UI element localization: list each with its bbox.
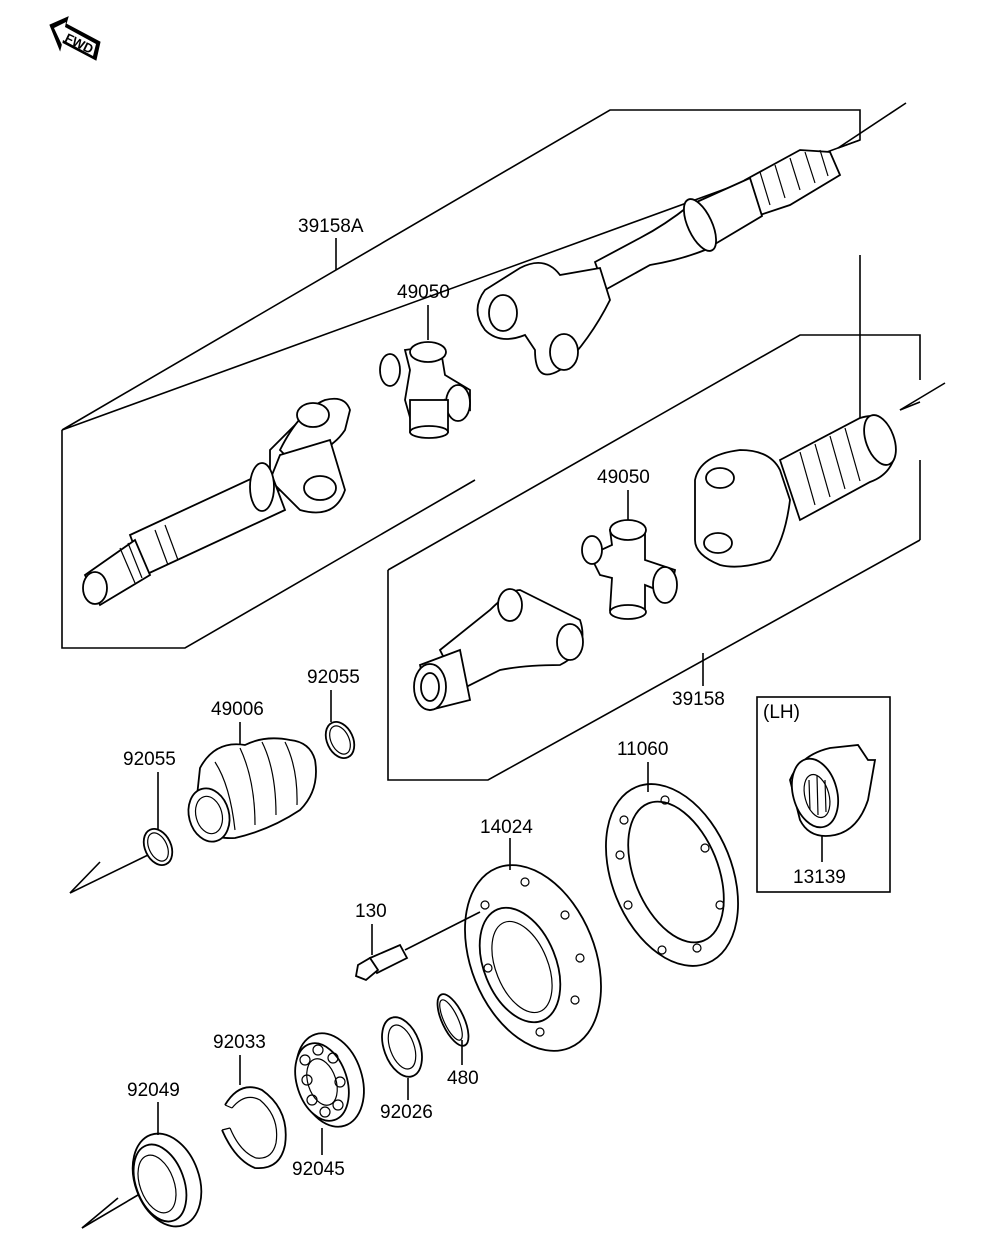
snap-ring-92033 <box>221 1086 287 1169</box>
lh-detail-box <box>756 696 891 893</box>
fwd-badge-text: FWD <box>63 30 96 56</box>
cross-joint-49050-mid <box>581 519 678 620</box>
shaft-39158-box <box>387 539 921 781</box>
fwd-arrow-icon: FWD <box>49 16 101 61</box>
seal-92049 <box>131 1132 203 1228</box>
label-92026: 92026 <box>380 1102 433 1123</box>
label-lh: (LH) <box>763 702 800 723</box>
cross-joint-49050-top <box>379 341 471 439</box>
flange-14024 <box>464 864 602 1052</box>
label-92055-left: 92055 <box>123 749 176 770</box>
label-480: 480 <box>447 1068 479 1089</box>
ring-92026 <box>381 1016 423 1078</box>
boot-49006 <box>187 737 317 843</box>
label-49006: 49006 <box>211 699 264 720</box>
label-39158a: 39158A <box>298 216 364 237</box>
bearing-92045 <box>294 1032 365 1128</box>
label-92055-top: 92055 <box>307 667 360 688</box>
label-49050-top: 49050 <box>397 282 450 303</box>
label-13139: 13139 <box>793 867 846 888</box>
label-14024: 14024 <box>480 817 533 838</box>
label-39158: 39158 <box>672 689 725 710</box>
sleeve-13139 <box>789 744 877 837</box>
shaft-39158 <box>413 414 897 712</box>
o-ring-92055-left <box>142 828 174 866</box>
shaft-39158a <box>82 149 842 607</box>
label-11060: 11060 <box>617 739 668 760</box>
bolt-130 <box>354 911 481 982</box>
o-ring-92055-top <box>324 721 356 759</box>
shaft-39158a-box <box>61 109 861 431</box>
circlip-480 <box>436 993 470 1047</box>
gasket-11060 <box>605 783 739 967</box>
label-92049: 92049 <box>127 1080 180 1101</box>
label-49050-mid: 49050 <box>597 467 650 488</box>
label-92045: 92045 <box>292 1159 345 1180</box>
label-130: 130 <box>355 901 387 922</box>
label-92033: 92033 <box>213 1032 266 1053</box>
